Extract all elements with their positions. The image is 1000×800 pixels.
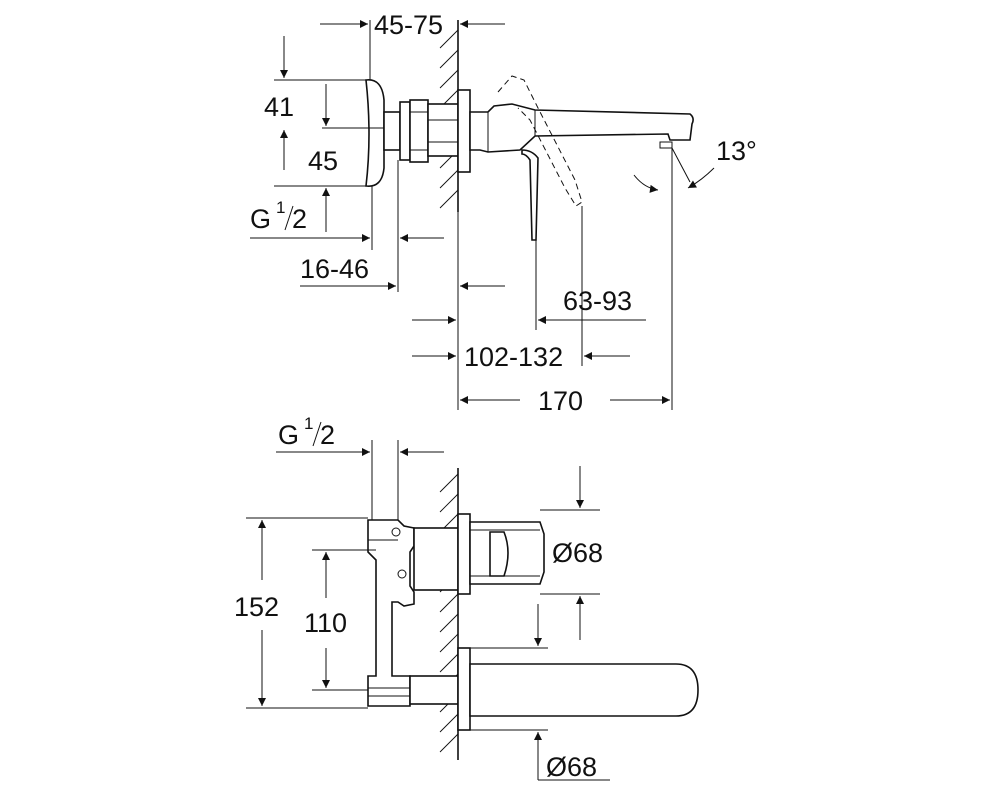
spout-side [469, 103, 694, 153]
dim-41: 41 [264, 36, 294, 170]
dim-label-63-93: 63-93 [563, 286, 632, 316]
dim-label-152: 152 [234, 592, 279, 622]
mixer-body-plan [367, 519, 459, 707]
dim-152: 152 [234, 520, 279, 706]
thread-label-top: G [250, 204, 271, 234]
dim-16-46: 16-46 [300, 254, 505, 290]
dim-label-45: 45 [308, 146, 338, 176]
extension-lines-bottom [246, 440, 600, 731]
thread-fraction-denominator-top: 2 [292, 204, 307, 234]
dim-thread-bottom: G 1 2 [276, 414, 444, 456]
spout-plan [469, 663, 699, 717]
thread-fraction-numerator-bottom: 1 [304, 414, 313, 433]
dim-label-102-132: 102-132 [464, 342, 563, 372]
dim-thread-top: G 1 2 [250, 198, 444, 242]
dim-label-dia-spout: Ø68 [546, 752, 597, 782]
dim-label-45-75: 45-75 [374, 10, 443, 40]
rosette-handle-plan [457, 513, 471, 595]
dim-45: 45 [308, 84, 338, 232]
dim-63-93: 63-93 [412, 286, 646, 324]
dim-170: 170 [460, 386, 670, 416]
dim-angle: 13° [633, 136, 757, 193]
thread-fraction-denominator-bottom: 2 [320, 420, 335, 450]
wall-bottom [439, 468, 459, 760]
rosette-spout-plan [457, 647, 471, 731]
lever-handle-plan [469, 521, 545, 585]
dim-label-110: 110 [304, 608, 347, 638]
dim-label-angle: 13° [716, 136, 757, 166]
extension-lines-top [274, 20, 673, 410]
rosette-plate-side [457, 89, 471, 173]
lever-handle-side [497, 75, 583, 241]
dim-dia-rosette: Ø68 [552, 466, 603, 640]
dim-label-41: 41 [264, 92, 294, 122]
thread-fraction-numerator-top: 1 [276, 198, 285, 217]
dim-102-132: 102-132 [412, 342, 630, 372]
plan-view: G 1 2 152 110 Ø68 Ø68 [234, 414, 699, 782]
dim-label-dia-rosette: Ø68 [552, 538, 603, 568]
dim-label-170: 170 [538, 386, 583, 416]
side-elevation-view: 45-75 41 45 G 1 2 16-46 [250, 10, 757, 416]
mixer-body-side [365, 79, 459, 187]
dim-label-16-46: 16-46 [300, 254, 369, 284]
dim-45-75: 45-75 [320, 10, 505, 40]
dim-110: 110 [304, 552, 347, 688]
thread-label-bottom: G [278, 420, 299, 450]
dim-dia-spout: Ø68 [534, 604, 610, 782]
